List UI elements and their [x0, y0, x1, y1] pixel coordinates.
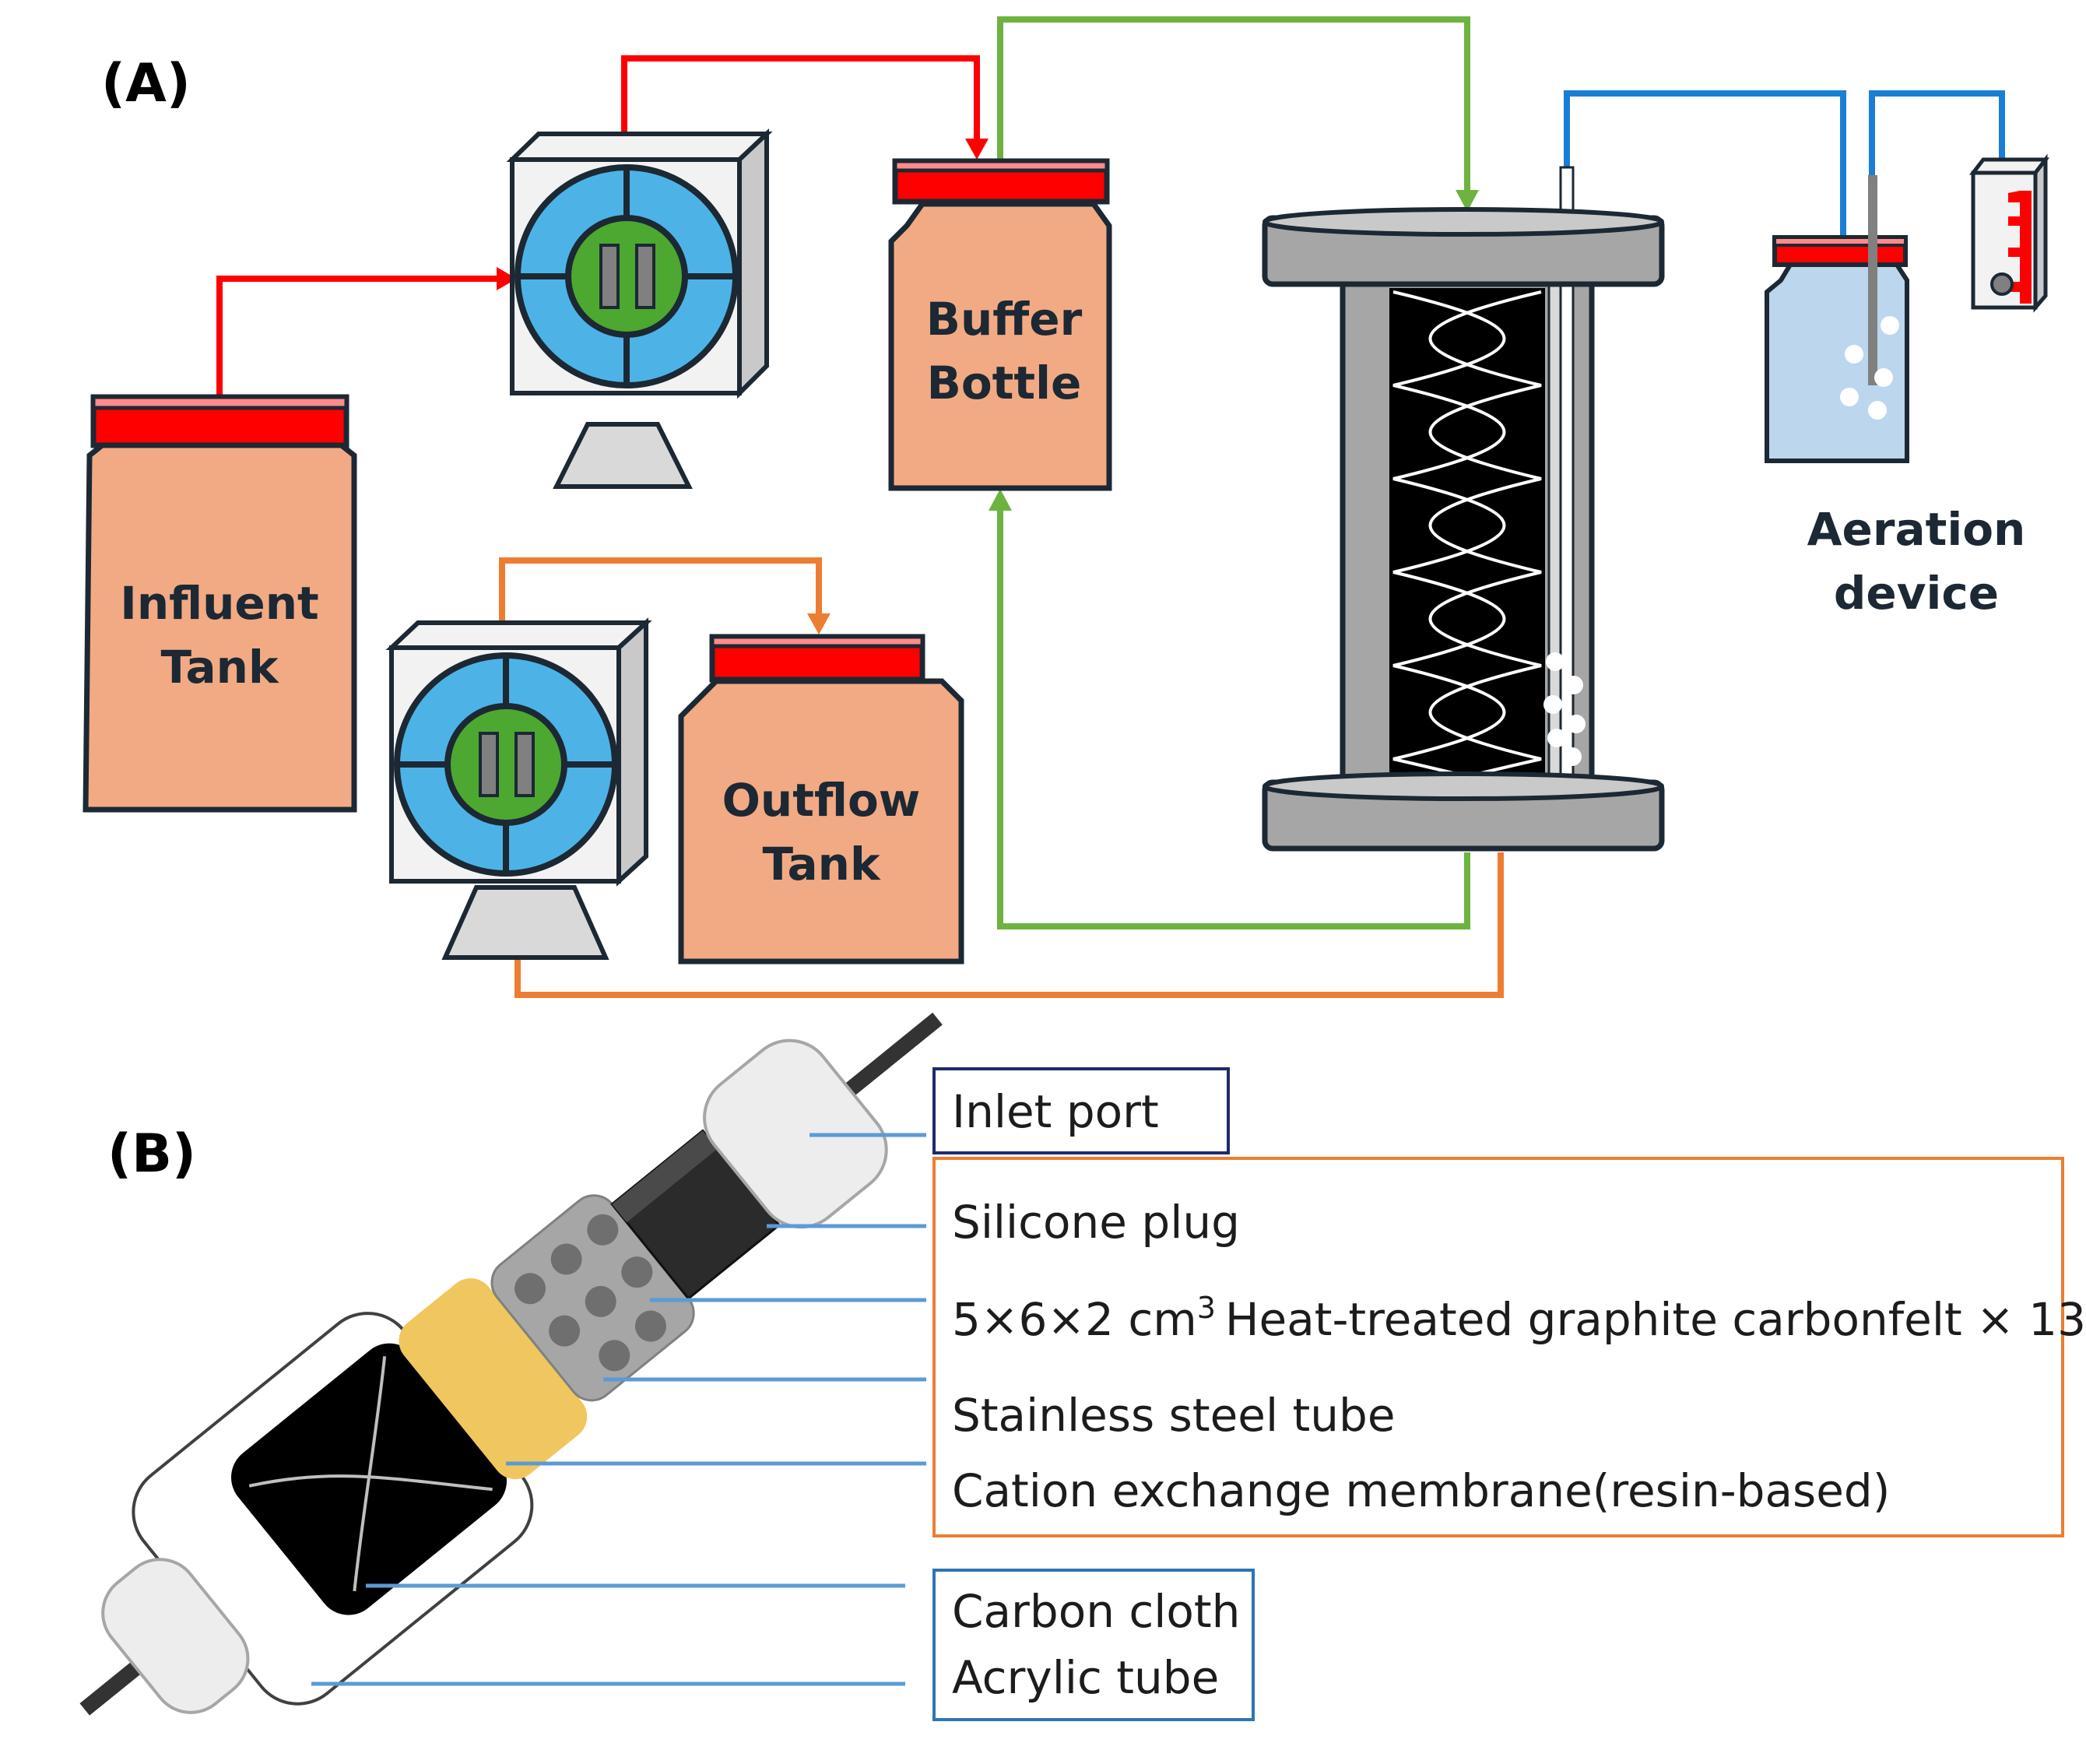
- buffer-bottle-label-line1: Buffer: [926, 293, 1083, 346]
- air-pump: [1968, 153, 2050, 313]
- panel-a-label: (A): [101, 53, 191, 114]
- electrode-helix: [1392, 290, 1542, 792]
- outflow-tank: Outflow Tank: [678, 634, 964, 965]
- recirculation-line: [997, 16, 1470, 929]
- outflow-tank-label-line1: Outflow: [722, 774, 921, 827]
- cation-exchange-membrane: [399, 1278, 588, 1480]
- leader-lines: [311, 1133, 926, 1686]
- label-silicone-plug: Silicone plug: [952, 1196, 1240, 1249]
- buffer-bottle-label-line2: Bottle: [927, 357, 1082, 409]
- peristaltic-pump-lower: [385, 617, 652, 960]
- label-inlet-port: Inlet port: [952, 1085, 1159, 1138]
- peristaltic-pump-upper: [506, 128, 773, 489]
- outflow-arrow-to-tank: [807, 613, 831, 634]
- top-silicone-plug: [703, 1038, 888, 1229]
- influent-tank: Influent Tank: [83, 394, 357, 813]
- outflow-tank-label-line2: Tank: [762, 838, 881, 891]
- panel-b-label: (B): [107, 1123, 196, 1185]
- label-cation-exchange-membrane: Cation exchange membrane(resin-based): [952, 1464, 1890, 1517]
- influent-arrow-to-buffer: [965, 139, 989, 160]
- label-stainless-steel-tube: Stainless steel tube: [952, 1389, 1396, 1442]
- reactor-column: [1262, 166, 1665, 852]
- label-acrylic-tube: Acrylic tube: [952, 1651, 1219, 1704]
- recirculation-arrow-to-buffer: [989, 489, 1012, 511]
- influent-arrow-to-pump: [497, 267, 517, 290]
- bottom-silicone-plug: [101, 1558, 250, 1714]
- buffer-bottle: Buffer Bottle: [888, 158, 1112, 491]
- outflow-line: [499, 557, 1504, 998]
- recirculation-arrow-to-reactor: [1456, 190, 1479, 212]
- internal-components-box: [932, 1157, 2064, 1537]
- outer-components-box: [932, 1569, 1255, 1721]
- tubular-reactor-illustration: [79, 1012, 943, 1716]
- aeration-device-label-line2: device: [1834, 567, 1999, 620]
- influent-tank-label-line2: Tank: [160, 641, 279, 694]
- inlet-port-box: [932, 1067, 1230, 1154]
- aeration-bottle: [1765, 175, 1909, 463]
- aeration-device-label-line1: Aeration: [1807, 503, 2026, 556]
- label-carbon-cloth: Carbon cloth: [952, 1585, 1240, 1638]
- aeration-line: [1564, 90, 2005, 241]
- influent-tank-label-line1: Influent: [120, 577, 319, 630]
- influent-line: [216, 55, 980, 397]
